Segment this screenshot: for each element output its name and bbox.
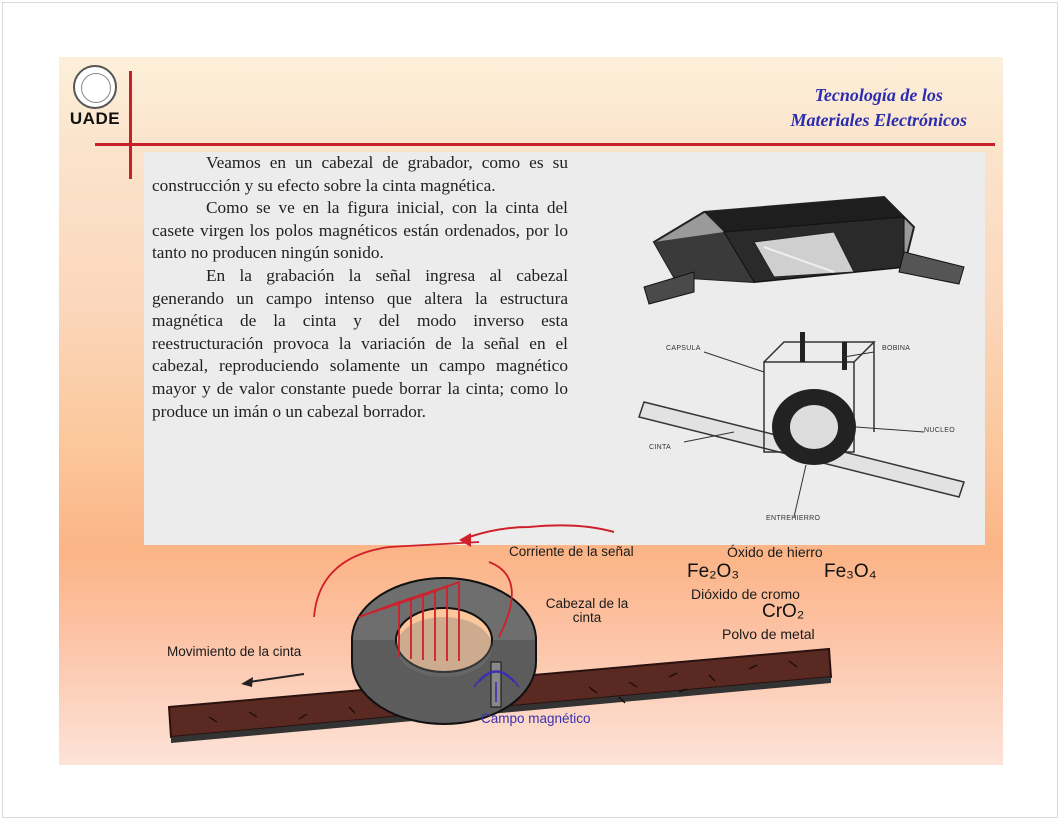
- label-dioxido-cromo: Dióxido de cromo: [691, 586, 800, 602]
- logo-text: UADE: [69, 109, 121, 128]
- label-capsula: CAPSULA: [666, 345, 701, 352]
- excerpt-paragraph: Veamos en un cabezal de grabador, como e…: [152, 153, 568, 195]
- university-seal-icon: [73, 65, 117, 109]
- label-cinta: CINTA: [649, 444, 671, 451]
- label-bobina: BOBINA: [882, 345, 911, 352]
- excerpt-paragraph: En la grabación la señal ingresa al cabe…: [152, 265, 568, 421]
- red-horizontal-rule: [95, 143, 995, 146]
- formula-fe2o3: Fe₂O₃: [687, 561, 740, 582]
- recording-head-diagram: [167, 524, 833, 743]
- uade-logo: UADE: [67, 65, 123, 129]
- head-schematic: [638, 332, 965, 518]
- label-polvo-metal: Polvo de metal: [722, 626, 815, 642]
- header-title-line2: Materiales Electrónicos: [790, 110, 968, 130]
- label-cabezal: Cabezal de la cinta: [545, 596, 629, 625]
- excerpt-text: Veamos en un cabezal de grabador, como e…: [152, 152, 568, 423]
- label-movimiento: Movimiento de la cinta: [167, 644, 302, 659]
- red-vertical-rule: [129, 71, 132, 179]
- slide-header-title: Tecnología de los Materiales Electrónico…: [791, 83, 968, 133]
- slide: UADE Tecnología de los Materiales Electr…: [59, 57, 1003, 765]
- label-nucleo: NUCLEO: [924, 427, 955, 434]
- header-title-line1: Tecnología de los: [814, 85, 943, 105]
- scanned-excerpt: Veamos en un cabezal de grabador, como e…: [144, 152, 985, 545]
- label-corriente: Corriente de la señal: [509, 544, 634, 559]
- formula-cro2: CrO₂: [762, 601, 805, 622]
- label-campo: Campo magnético: [481, 711, 591, 726]
- label-oxido-hierro: Óxido de hierro: [727, 544, 823, 560]
- formula-fe3o4: Fe₃O₄: [824, 561, 877, 582]
- label-entrehierro: ENTREHIERRO: [766, 515, 821, 522]
- excerpt-paragraph: Como se ve en la figura inicial, con la …: [152, 198, 568, 263]
- recorder-head-illustration: [643, 195, 965, 305]
